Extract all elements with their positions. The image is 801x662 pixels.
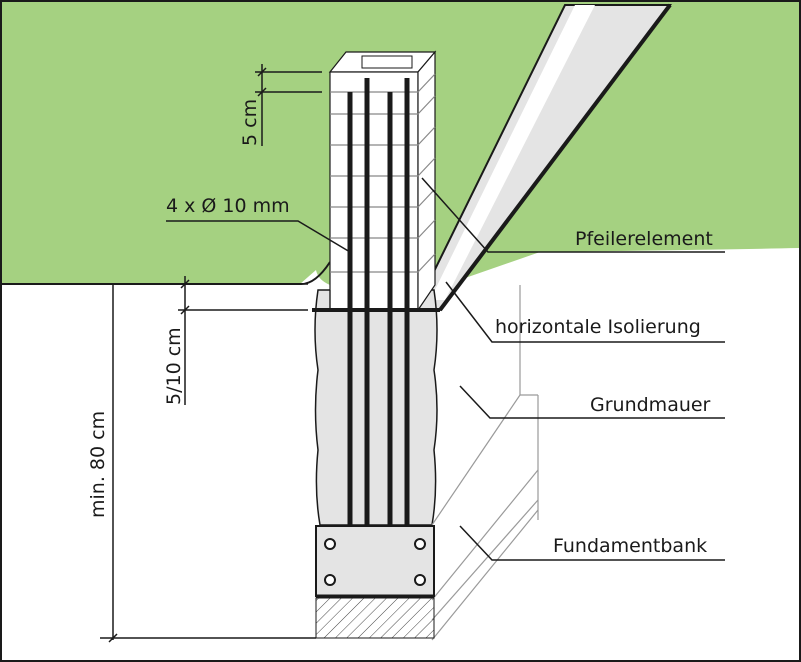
grundmauer-leader: [459, 385, 725, 419]
wall-perspective-lines: [431, 285, 539, 641]
beam-highlight: [430, 5, 595, 300]
rebar-label: 4 x Ø 10 mm: [166, 195, 290, 217]
pfeilerelement-label: Pfeilerelement: [575, 228, 713, 250]
dimension-min-80cm-label: min. 80 cm: [87, 411, 109, 518]
pillar-element: [328, 50, 437, 312]
dimension-5-10cm-label: 5/10 cm: [163, 327, 185, 405]
fundamentbank-leader: [459, 525, 725, 561]
pfeilerelement-leader: [421, 177, 725, 253]
isolierung-label: horizontale Isolierung: [495, 316, 701, 338]
rebar-leader: [166, 220, 351, 253]
fundamentbank-label: Fundamentbank: [553, 535, 707, 557]
dimension-min-80cm: [100, 283, 316, 643]
dimension-5cm-label: 5 cm: [239, 99, 261, 146]
isolierung-leader: [445, 281, 725, 343]
foundation-wall: [314, 289, 438, 526]
beam-edge: [438, 3, 672, 312]
dimension-5-10cm: [178, 276, 308, 405]
pillar-layer-lines: [330, 73, 436, 273]
foundation-bench: [315, 525, 435, 639]
dimension-5cm: [255, 64, 322, 146]
grundmauer-label: Grundmauer: [590, 394, 711, 416]
